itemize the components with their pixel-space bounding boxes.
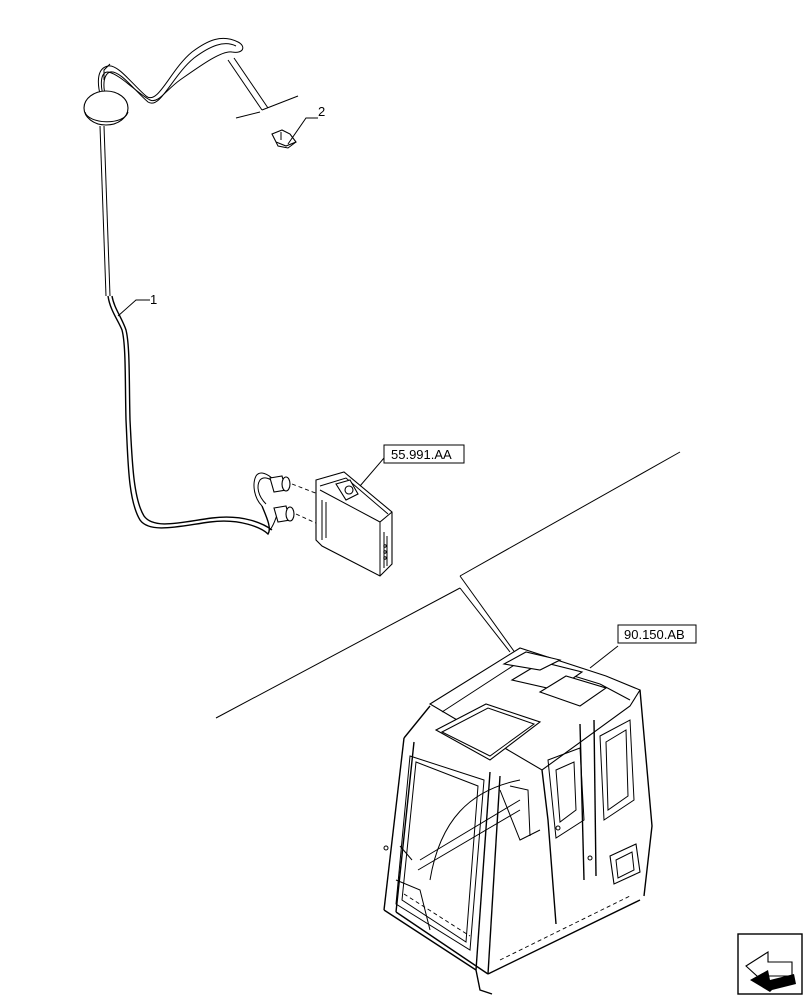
operator-cab: 90.150.AB: [383, 624, 697, 995]
section-break-marks: [227, 57, 299, 119]
callout-1: 1: [150, 292, 157, 307]
reference-control-unit: 55.991.AA: [391, 447, 452, 462]
antenna-assembly: 1: [83, 37, 319, 536]
reference-cab: 90.150.AB: [624, 627, 685, 642]
control-module: 55.991.AA: [315, 444, 465, 577]
clip-part: 2: [271, 104, 325, 149]
separator-lines: [215, 451, 681, 719]
connector-upper: [269, 475, 291, 493]
arrow-icon[interactable]: [737, 933, 803, 995]
connector-lower: [273, 505, 295, 523]
callout-2: 2: [318, 104, 325, 119]
